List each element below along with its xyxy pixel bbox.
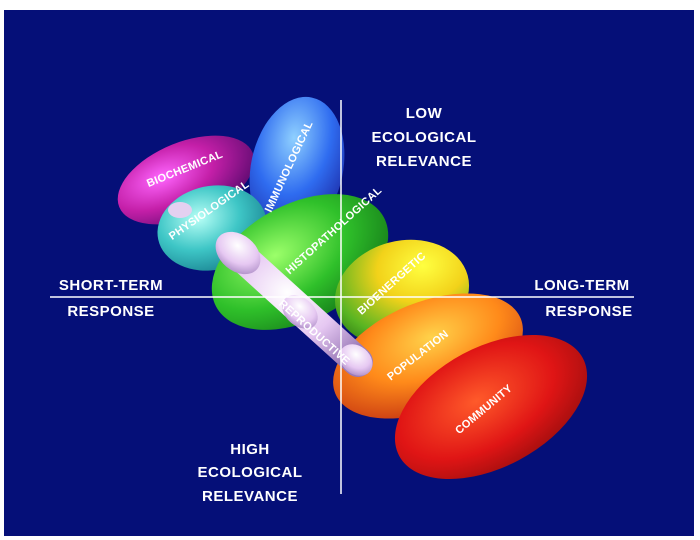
bottom-label-line-1: HIGH [230, 441, 270, 458]
right-label-line-2: RESPONSE [545, 303, 632, 320]
right-label-line-1: LONG-TERM [534, 277, 629, 294]
bottom-label-line-3: RELEVANCE [202, 488, 298, 505]
left-label-line-1: SHORT-TERM [59, 277, 163, 294]
reproductive-blob [215, 231, 373, 377]
bottom-label-line-2: ECOLOGICAL [198, 464, 303, 481]
small-lavender-blob [168, 202, 192, 218]
left-label-line-2: RESPONSE [67, 303, 154, 320]
top-label-line-2: ECOLOGICAL [372, 129, 477, 146]
top-label-line-3: RELEVANCE [376, 153, 472, 170]
top-label-line-1: LOW [406, 105, 443, 122]
community-blob [394, 334, 588, 480]
